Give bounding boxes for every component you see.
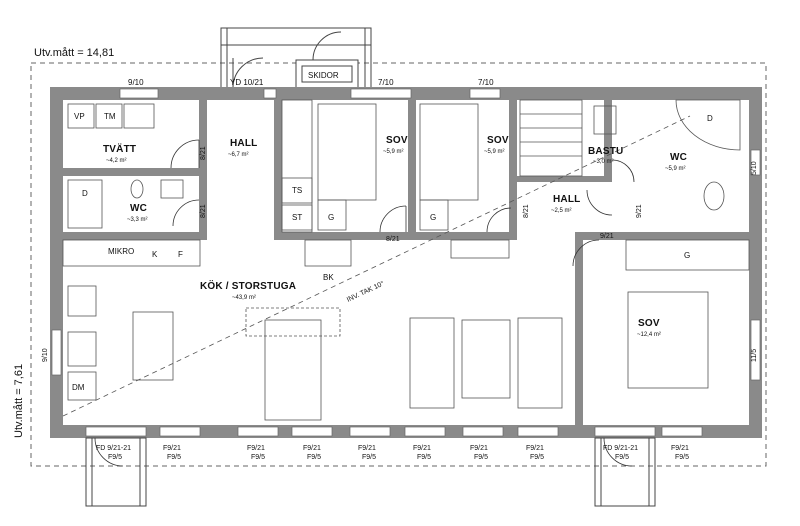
door-label-fd1-a: FD 9/21-21 <box>96 445 131 452</box>
window-label-top3: 7/10 <box>478 78 494 87</box>
room-wc1-name: WC <box>130 203 147 214</box>
label-ts: TS <box>292 186 302 195</box>
window-label-f8-b: F9/5 <box>675 454 689 461</box>
outer-dimension-frame <box>30 62 767 467</box>
door-label-fd2-a: FD 9/21-21 <box>603 445 638 452</box>
room-hall2-area: ~2,5 m² <box>551 208 572 214</box>
room-wc2-area: ~5,9 m² <box>665 166 686 172</box>
window-label-f8-a: F9/21 <box>671 445 689 452</box>
label-bk: BK <box>323 273 334 282</box>
room-bastu-area: ~3,0 m² <box>593 159 614 165</box>
bottom-porches <box>85 437 656 507</box>
window-label-f5-a: F9/21 <box>413 445 431 452</box>
label-vp: VP <box>74 112 85 121</box>
label-tm: TM <box>104 112 116 121</box>
room-tvatt-area: ~4,2 m² <box>106 158 127 164</box>
window-label-f2-a: F9/21 <box>247 445 265 452</box>
door-label-sov3: 9/21 <box>600 233 614 240</box>
room-wc2-name: WC <box>670 152 687 163</box>
window-label-f4-b: F9/5 <box>362 454 376 461</box>
label-dm: DM <box>72 383 85 392</box>
window-label-left: 9/10 <box>42 348 49 362</box>
door-label-fd2-b: F9/5 <box>615 454 629 461</box>
door-label-fd1-b: F9/5 <box>108 454 122 461</box>
entry-porch <box>220 27 372 89</box>
window-label-right2: 11/5 <box>751 349 758 362</box>
room-sov1-area: ~5,9 m² <box>383 149 404 155</box>
label-st: ST <box>292 213 302 222</box>
door-label-hall: 8/21 <box>200 146 207 160</box>
window-label-f6-b: F9/5 <box>474 454 488 461</box>
label-g3: G <box>684 251 690 260</box>
window-label-f7-b: F9/5 <box>530 454 544 461</box>
window-label-right1: 5/10 <box>751 161 758 175</box>
fixtures <box>62 99 750 421</box>
door-label-wc2: 9/21 <box>636 204 643 218</box>
window-label-f1-b: F9/5 <box>167 454 181 461</box>
window-label-f2-b: F9/5 <box>251 454 265 461</box>
label-mikro: MIKRO <box>108 247 134 256</box>
door-swings <box>94 139 635 467</box>
window-label-top1: 9/10 <box>128 78 144 87</box>
room-sov3-name: SOV <box>638 318 660 329</box>
label-g2: G <box>430 213 436 222</box>
room-kok-area: ~43,9 m² <box>232 295 256 301</box>
outer-width-label: Utv.mått = 14,81 <box>34 47 114 59</box>
room-sov3-area: ~12,4 m² <box>637 332 661 338</box>
label-g1: G <box>328 213 334 222</box>
door-label-sov1: 8/21 <box>386 236 400 243</box>
room-sov1-name: SOV <box>386 135 408 146</box>
window-label-f3-b: F9/5 <box>307 454 321 461</box>
room-hall1-area: ~6,7 m² <box>228 152 249 158</box>
room-hall1-name: HALL <box>230 138 257 149</box>
door-label-sov2: 8/21 <box>523 204 530 218</box>
label-f: F <box>178 250 183 259</box>
room-sov2-name: SOV <box>487 135 509 146</box>
ceiling-slope-line <box>62 115 691 417</box>
room-kok-name: KÖK / STORSTUGA <box>200 279 296 292</box>
room-wc1-area: ~3,3 m² <box>127 217 148 223</box>
outer-height-label: Utv.mått = 7,61 <box>13 364 25 438</box>
label-k: K <box>152 250 158 259</box>
room-sov2-area: ~5,9 m² <box>484 149 505 155</box>
window-label-f3-a: F9/21 <box>303 445 321 452</box>
window-label-f7-a: F9/21 <box>526 445 544 452</box>
label-d2: D <box>707 114 713 123</box>
door-label-yd: YD 10/21 <box>230 78 264 87</box>
label-d1: D <box>82 189 88 198</box>
window-label-f6-a: F9/21 <box>470 445 488 452</box>
window-label-f5-b: F9/5 <box>417 454 431 461</box>
door-label-wc1: 8/21 <box>200 204 207 218</box>
window-openings <box>51 88 761 437</box>
label-inv-tak: INV. TAK 10° <box>345 279 385 303</box>
window-label-f1-a: F9/21 <box>163 445 181 452</box>
room-bastu-name: BASTU <box>588 146 623 157</box>
window-label-top2: 7/10 <box>378 78 394 87</box>
window-label-f4-a: F9/21 <box>358 445 376 452</box>
label-skidor: SKIDOR <box>308 71 339 80</box>
room-hall2-name: HALL <box>553 194 580 205</box>
room-tvatt-name: TVÄTT <box>103 142 136 155</box>
